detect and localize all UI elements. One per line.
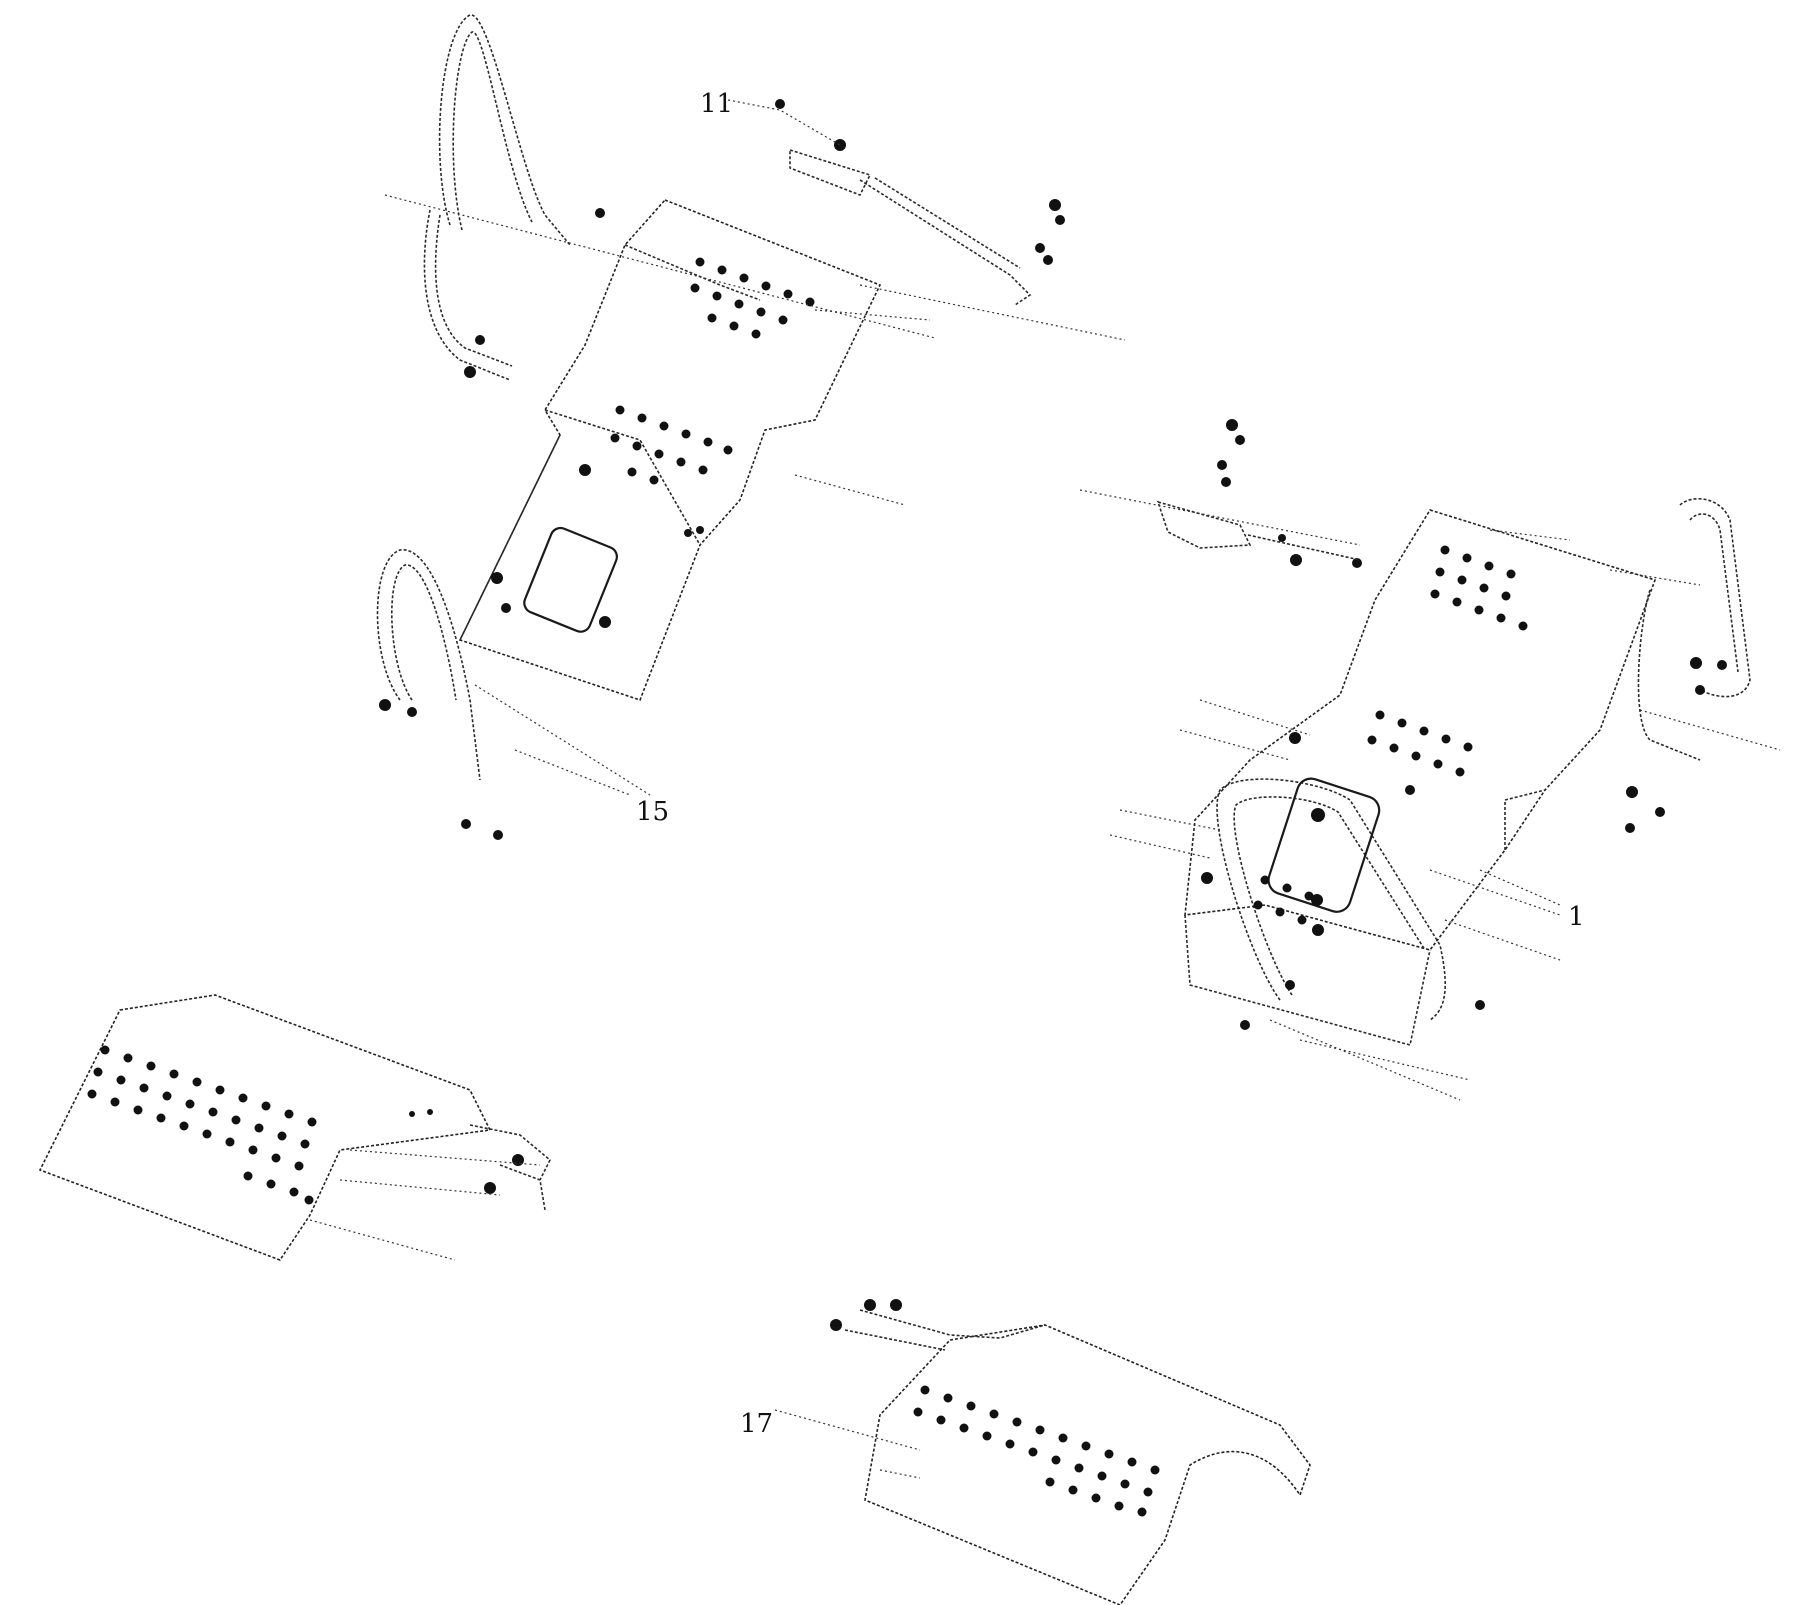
lower-left-hole-grid (87, 1045, 317, 1205)
upper-frame-plate (458, 199, 882, 702)
right-frame-assembly: 1 (1079, 419, 1781, 1101)
lower-center-hole-grid (913, 1385, 1160, 1517)
upper-left-frame-assembly: 11 15 (376, 14, 1126, 840)
upper-frame-hole-grid-mid (610, 405, 733, 485)
callout-1: 1 (1568, 902, 1585, 932)
upper-left-top-bracket (789, 148, 872, 197)
upper-left-fasteners (379, 99, 1065, 840)
right-frame-hole-grid-top (1430, 545, 1528, 631)
callout-11: 11 (700, 89, 733, 119)
right-fasteners (1201, 419, 1727, 1030)
upper-left-tube-handle (438, 14, 571, 246)
right-frame-hole-grid-mid (1253, 710, 1473, 925)
right-frame-inset-panel (1267, 777, 1381, 913)
callout-17: 17 (740, 1409, 773, 1439)
lower-left-plate (38, 994, 492, 1261)
right-side-bracket (1156, 500, 1252, 549)
right-lower-u-tube (1216, 778, 1446, 1021)
upper-frame-inset-panel (523, 526, 618, 633)
upper-left-lower-u-handle (376, 549, 481, 781)
lower-center-fasteners (830, 1299, 902, 1331)
upper-frame-hole-grid-top (690, 257, 815, 339)
lower-center-plate (864, 1324, 1311, 1605)
callout-15: 15 (636, 797, 669, 827)
lower-center-cover-plate: 17 (740, 1299, 1311, 1605)
lower-left-cover-plate (38, 994, 551, 1261)
right-tube-handle (1637, 589, 1701, 761)
